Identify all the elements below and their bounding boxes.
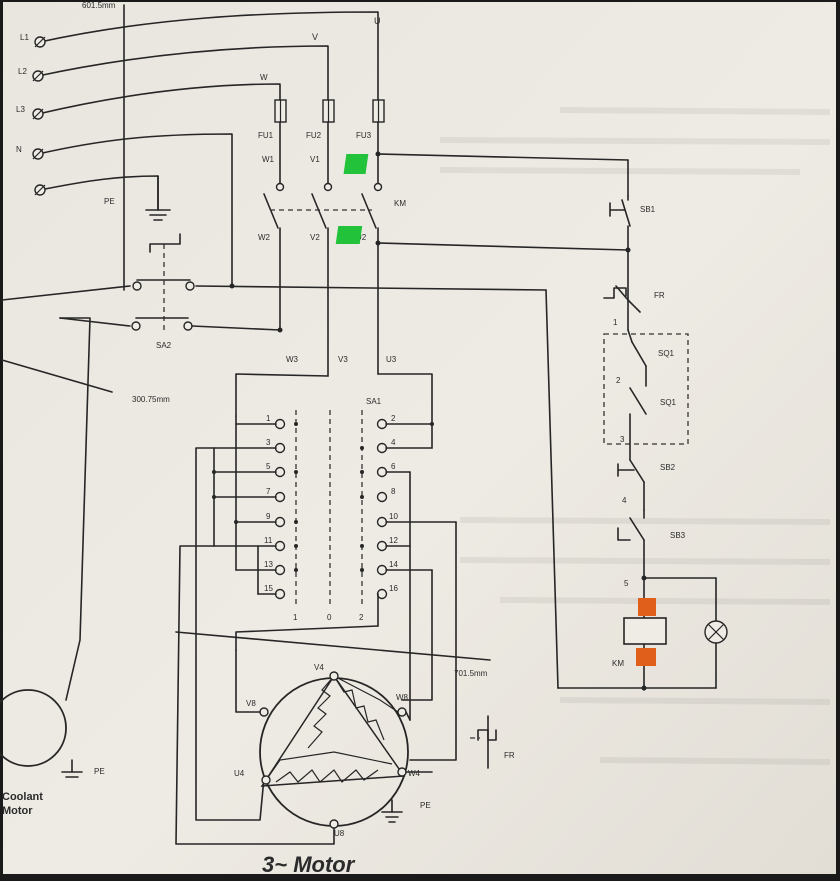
selector-switch-sa1: [212, 373, 457, 761]
sa1-right-numbers: 2 4 6 8 10 12 14 16: [389, 414, 398, 593]
km-coil-label: KM: [612, 659, 624, 668]
svg-text:4: 4: [391, 438, 396, 447]
svg-text:15: 15: [264, 584, 273, 593]
svg-text:0: 0: [327, 613, 332, 622]
w8-label: W8: [396, 693, 409, 702]
orange-marker-top: [638, 598, 656, 616]
three-phase-motor: [235, 649, 433, 829]
svg-text:3: 3: [266, 438, 271, 447]
contactor-coil: [623, 617, 667, 645]
u3-label: U3: [386, 355, 397, 364]
sb3-label: SB3: [670, 531, 686, 540]
svg-text:8: 8: [391, 487, 396, 496]
stop-button-sb2: [617, 459, 645, 511]
terminal-l2-label: L2: [18, 67, 27, 76]
phase-w-label: W: [260, 73, 268, 82]
sa2-label: SA2: [156, 341, 172, 350]
fuse-fu1-label: FU1: [258, 131, 274, 140]
svg-text:13: 13: [264, 560, 273, 569]
w1-label: W1: [262, 155, 275, 164]
node-5-label: 5: [624, 579, 629, 588]
svg-text:12: 12: [389, 536, 398, 545]
motor-title: 3~ Motor: [262, 852, 356, 876]
green-marker-bottom: [335, 226, 363, 244]
sa1-label: SA1: [366, 397, 382, 406]
fr-bottom-label: FR: [504, 751, 515, 760]
terminal-n-label: N: [16, 145, 22, 154]
fuse-fu2-label: FU2: [306, 131, 322, 140]
sa1-position-numbers: 1 0 2: [293, 613, 364, 622]
sa1-left-terminals: [274, 418, 286, 600]
fr-top-label: FR: [654, 291, 665, 300]
v1-label: V1: [310, 155, 320, 164]
node-4-label: 4: [622, 496, 627, 505]
svg-text:14: 14: [389, 560, 398, 569]
sq1-a-label: SQ1: [658, 349, 675, 358]
phase-u-label: U: [374, 16, 381, 26]
coolant-label-line2: Motor: [2, 805, 33, 817]
km-top-label: KM: [394, 199, 406, 208]
u8-label: U8: [334, 829, 345, 838]
coolant-switch-sa2: [1, 233, 283, 333]
v4-label: V4: [314, 663, 324, 672]
limit-switch-box: [603, 333, 689, 445]
wire-701-label: 701.5mm: [454, 669, 488, 678]
coolant-motor: [0, 689, 67, 767]
svg-text:6: 6: [391, 462, 396, 471]
thermal-relay-icon: [470, 715, 497, 769]
svg-text:1: 1: [266, 414, 271, 423]
pe-top-label: PE: [104, 197, 115, 206]
v8-label: V8: [246, 699, 256, 708]
node-2-label: 2: [616, 376, 621, 385]
pe-coolant-label: PE: [94, 767, 105, 776]
pe-motor-label: PE: [420, 801, 431, 810]
svg-text:2: 2: [359, 613, 364, 622]
coolant-label-line1: Coolant: [2, 791, 43, 803]
control-circuit: [375, 151, 641, 331]
green-marker-top: [343, 154, 369, 174]
contactor-main-contacts: [263, 193, 377, 229]
w2-label: W2: [258, 233, 271, 242]
annotation-markers: [335, 154, 656, 666]
u2-label: U2: [356, 233, 367, 242]
supply-terminals: [32, 36, 46, 196]
wire-300-label: 300.75mm: [132, 395, 170, 404]
motor-ground-icon: [381, 799, 403, 823]
svg-text:7: 7: [266, 487, 271, 496]
svg-text:10: 10: [389, 512, 398, 521]
terminal-l3-label: L3: [16, 105, 25, 114]
w4-label: W4: [408, 769, 421, 778]
u4-label: U4: [234, 769, 245, 778]
svg-text:1: 1: [293, 613, 298, 622]
w3-label: W3: [286, 355, 299, 364]
node-1-label: 1: [613, 318, 618, 327]
limit-switch-contacts: [627, 329, 647, 461]
coolant-ground-icon: [61, 759, 83, 778]
svg-text:5: 5: [266, 462, 271, 471]
sb2-label: SB2: [660, 463, 676, 472]
sq1-b-label: SQ1: [660, 398, 677, 407]
supply-lines: [37, 4, 379, 291]
svg-text:11: 11: [264, 536, 273, 545]
node-3-label: 3: [620, 435, 625, 444]
terminal-l1-label: L1: [20, 33, 29, 42]
svg-text:16: 16: [389, 584, 398, 593]
v3-label: V3: [338, 355, 348, 364]
v2-label: V2: [310, 233, 320, 242]
ground-icon: [145, 175, 171, 221]
orange-marker-bottom: [636, 648, 656, 666]
svg-text:2: 2: [391, 414, 396, 423]
paper-background: [3, 2, 836, 874]
phase-v-label: V: [312, 32, 318, 42]
fuse-fu3-label: FU3: [356, 131, 372, 140]
sb1-label: SB1: [640, 205, 656, 214]
svg-text:9: 9: [266, 512, 271, 521]
top-wire-length: 601.5mm: [82, 1, 116, 10]
sa1-left-numbers: 1 3 5 7 9 11 13 15: [264, 414, 273, 593]
